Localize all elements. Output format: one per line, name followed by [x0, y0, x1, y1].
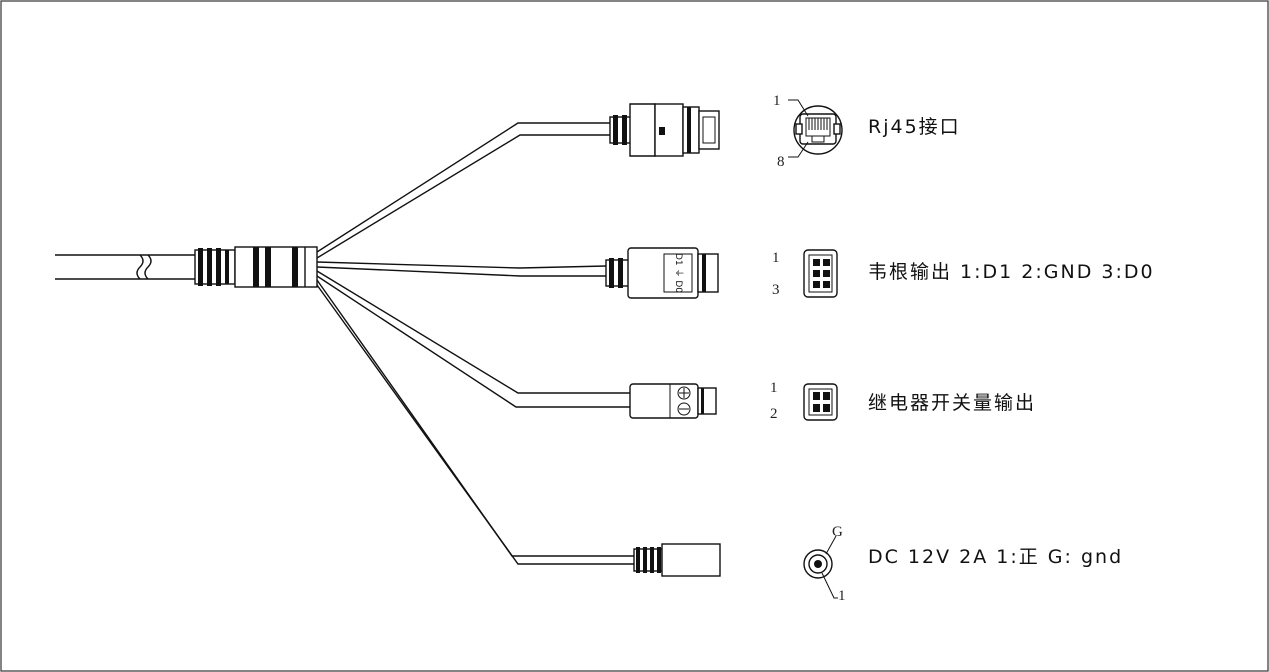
dc-pin-g: G — [832, 524, 843, 540]
wiegand-socket-icon — [803, 249, 838, 298]
wiegand-pin-1: 1 — [772, 250, 780, 266]
relay-pin-1: 1 — [770, 380, 778, 396]
wiegand-label: 韦根输出 1:D1 2:GND 3:D0 — [868, 261, 1155, 283]
rj45-label: Rj45接口 — [868, 116, 961, 138]
relay-pin-2: 2 — [770, 406, 778, 422]
relay-socket-icon — [803, 383, 838, 421]
relay-plug — [629, 383, 717, 419]
dc-pin-1: 1 — [838, 588, 846, 604]
dc-plug — [633, 543, 721, 577]
dc-socket-icon — [803, 535, 838, 599]
rj45-pin-1: 1 — [773, 93, 781, 109]
dc-label: DC 12V 2A 1:正 G: gnd — [868, 546, 1123, 568]
pin-labels: 1 8 1 3 1 2 G 1 — [770, 93, 846, 604]
wiegand-plug-text: D1 ⏚ D0 — [673, 253, 684, 293]
wiegand-plug: D1 ⏚ D0 — [605, 247, 719, 299]
rj45-pin-8: 8 — [777, 154, 785, 170]
main-cable — [55, 246, 318, 288]
connector-labels: Rj45接口 韦根输出 1:D1 2:GND 3:D0 继电器开关量输出 DC … — [868, 116, 1155, 568]
rj45-socket-icon — [788, 99, 843, 158]
wiegand-pin-3: 3 — [772, 282, 780, 298]
branch-wires — [316, 122, 634, 565]
relay-label: 继电器开关量输出 — [868, 392, 1036, 414]
rj45-plug — [609, 103, 720, 157]
